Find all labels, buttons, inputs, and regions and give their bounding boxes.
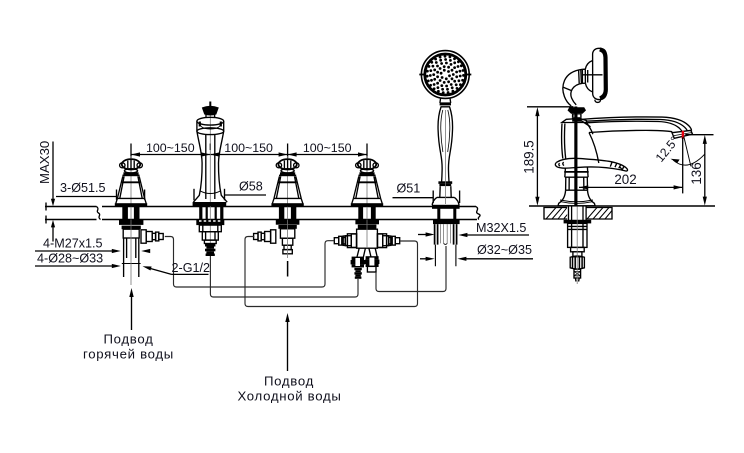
svg-text:Подвод: Подвод (103, 332, 153, 347)
svg-text:Ø51: Ø51 (397, 182, 421, 196)
svg-text:100~150: 100~150 (146, 141, 195, 155)
svg-text:136: 136 (689, 162, 704, 184)
svg-text:4-M27x1.5: 4-M27x1.5 (43, 237, 103, 251)
svg-text:M32X1.5: M32X1.5 (476, 221, 526, 235)
svg-text:Ø58: Ø58 (239, 180, 263, 194)
svg-text:Ø32~Ø35: Ø32~Ø35 (477, 243, 532, 257)
svg-text:3-Ø51.5: 3-Ø51.5 (60, 181, 106, 195)
svg-text:100~150: 100~150 (303, 141, 352, 155)
svg-text:4-Ø28~Ø33: 4-Ø28~Ø33 (37, 251, 103, 265)
svg-text:горячей воды: горячей воды (83, 347, 174, 362)
svg-text:189.5: 189.5 (522, 140, 537, 174)
svg-text:202: 202 (614, 172, 636, 187)
svg-text:100~150: 100~150 (224, 141, 273, 155)
svg-text:Подвод: Подвод (264, 374, 314, 389)
svg-text:MAX30: MAX30 (37, 141, 52, 184)
svg-text:2-G1/2: 2-G1/2 (172, 261, 211, 275)
svg-text:Холодной воды: Холодной воды (237, 389, 341, 404)
